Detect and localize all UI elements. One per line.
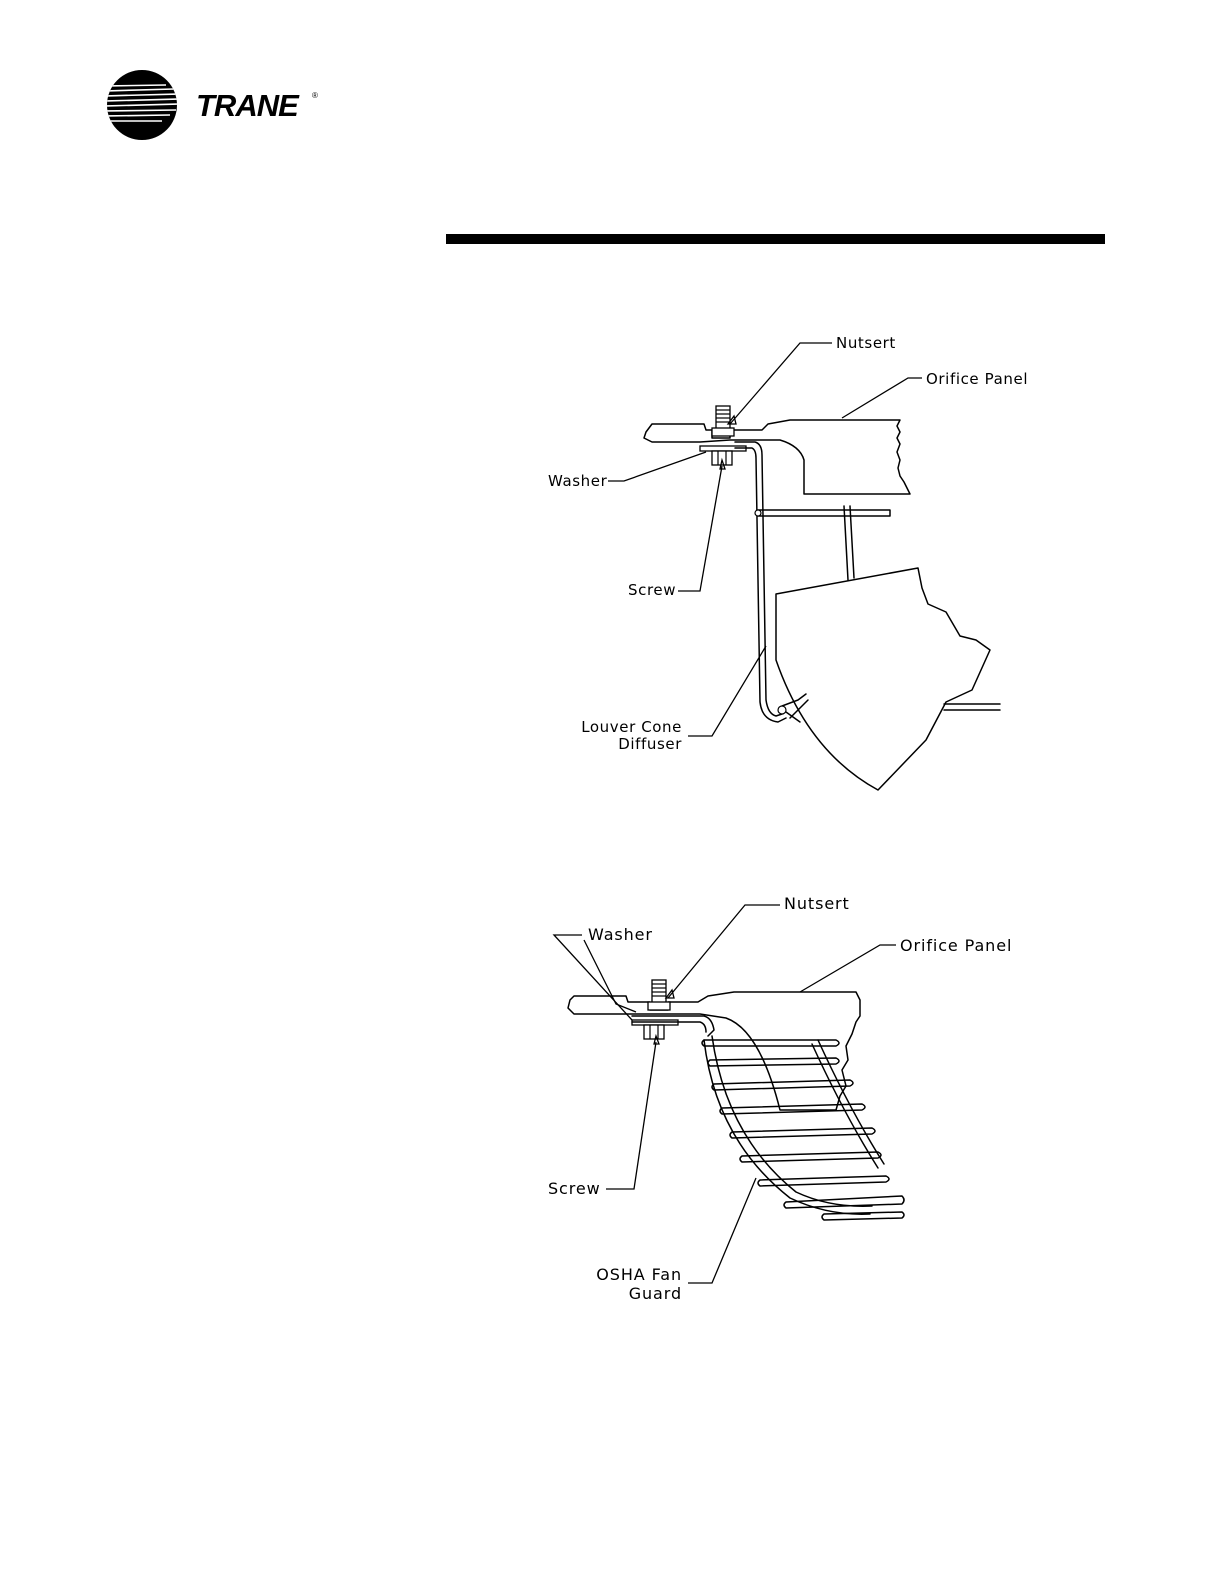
fig1-nutsert-label: Nutsert: [836, 334, 896, 352]
fig1-screw-label: Screw: [628, 581, 676, 599]
fig1-louver-cone-label: Louver Cone: [581, 718, 682, 736]
louver-cone-diagram: Nutsert Orifice Panel Washer Screw Louve…: [548, 334, 1028, 790]
fig1-diffuser-label: Diffuser: [618, 735, 682, 753]
fig1-orifice-panel-label: Orifice Panel: [926, 370, 1028, 388]
orifice-panel-shape: [644, 420, 910, 494]
screw-head-part-2: [644, 1025, 664, 1039]
fig2-washer-label: Washer: [588, 925, 653, 944]
fig2-screw-label: Screw: [548, 1179, 601, 1198]
nutsert-part-2: [648, 980, 670, 1010]
osha-fan-guard-diagram: Nutsert Washer Orifice Panel Screw OSHA …: [548, 894, 1012, 1303]
louver-cone-shape: [776, 568, 990, 790]
fig2-osha-fan-label: OSHA Fan: [596, 1265, 682, 1284]
fig2-orifice-panel-label: Orifice Panel: [900, 936, 1012, 955]
fig1-washer-label: Washer: [548, 472, 608, 490]
fig2-guard-label: Guard: [629, 1284, 682, 1303]
fig2-nutsert-label: Nutsert: [784, 894, 850, 913]
